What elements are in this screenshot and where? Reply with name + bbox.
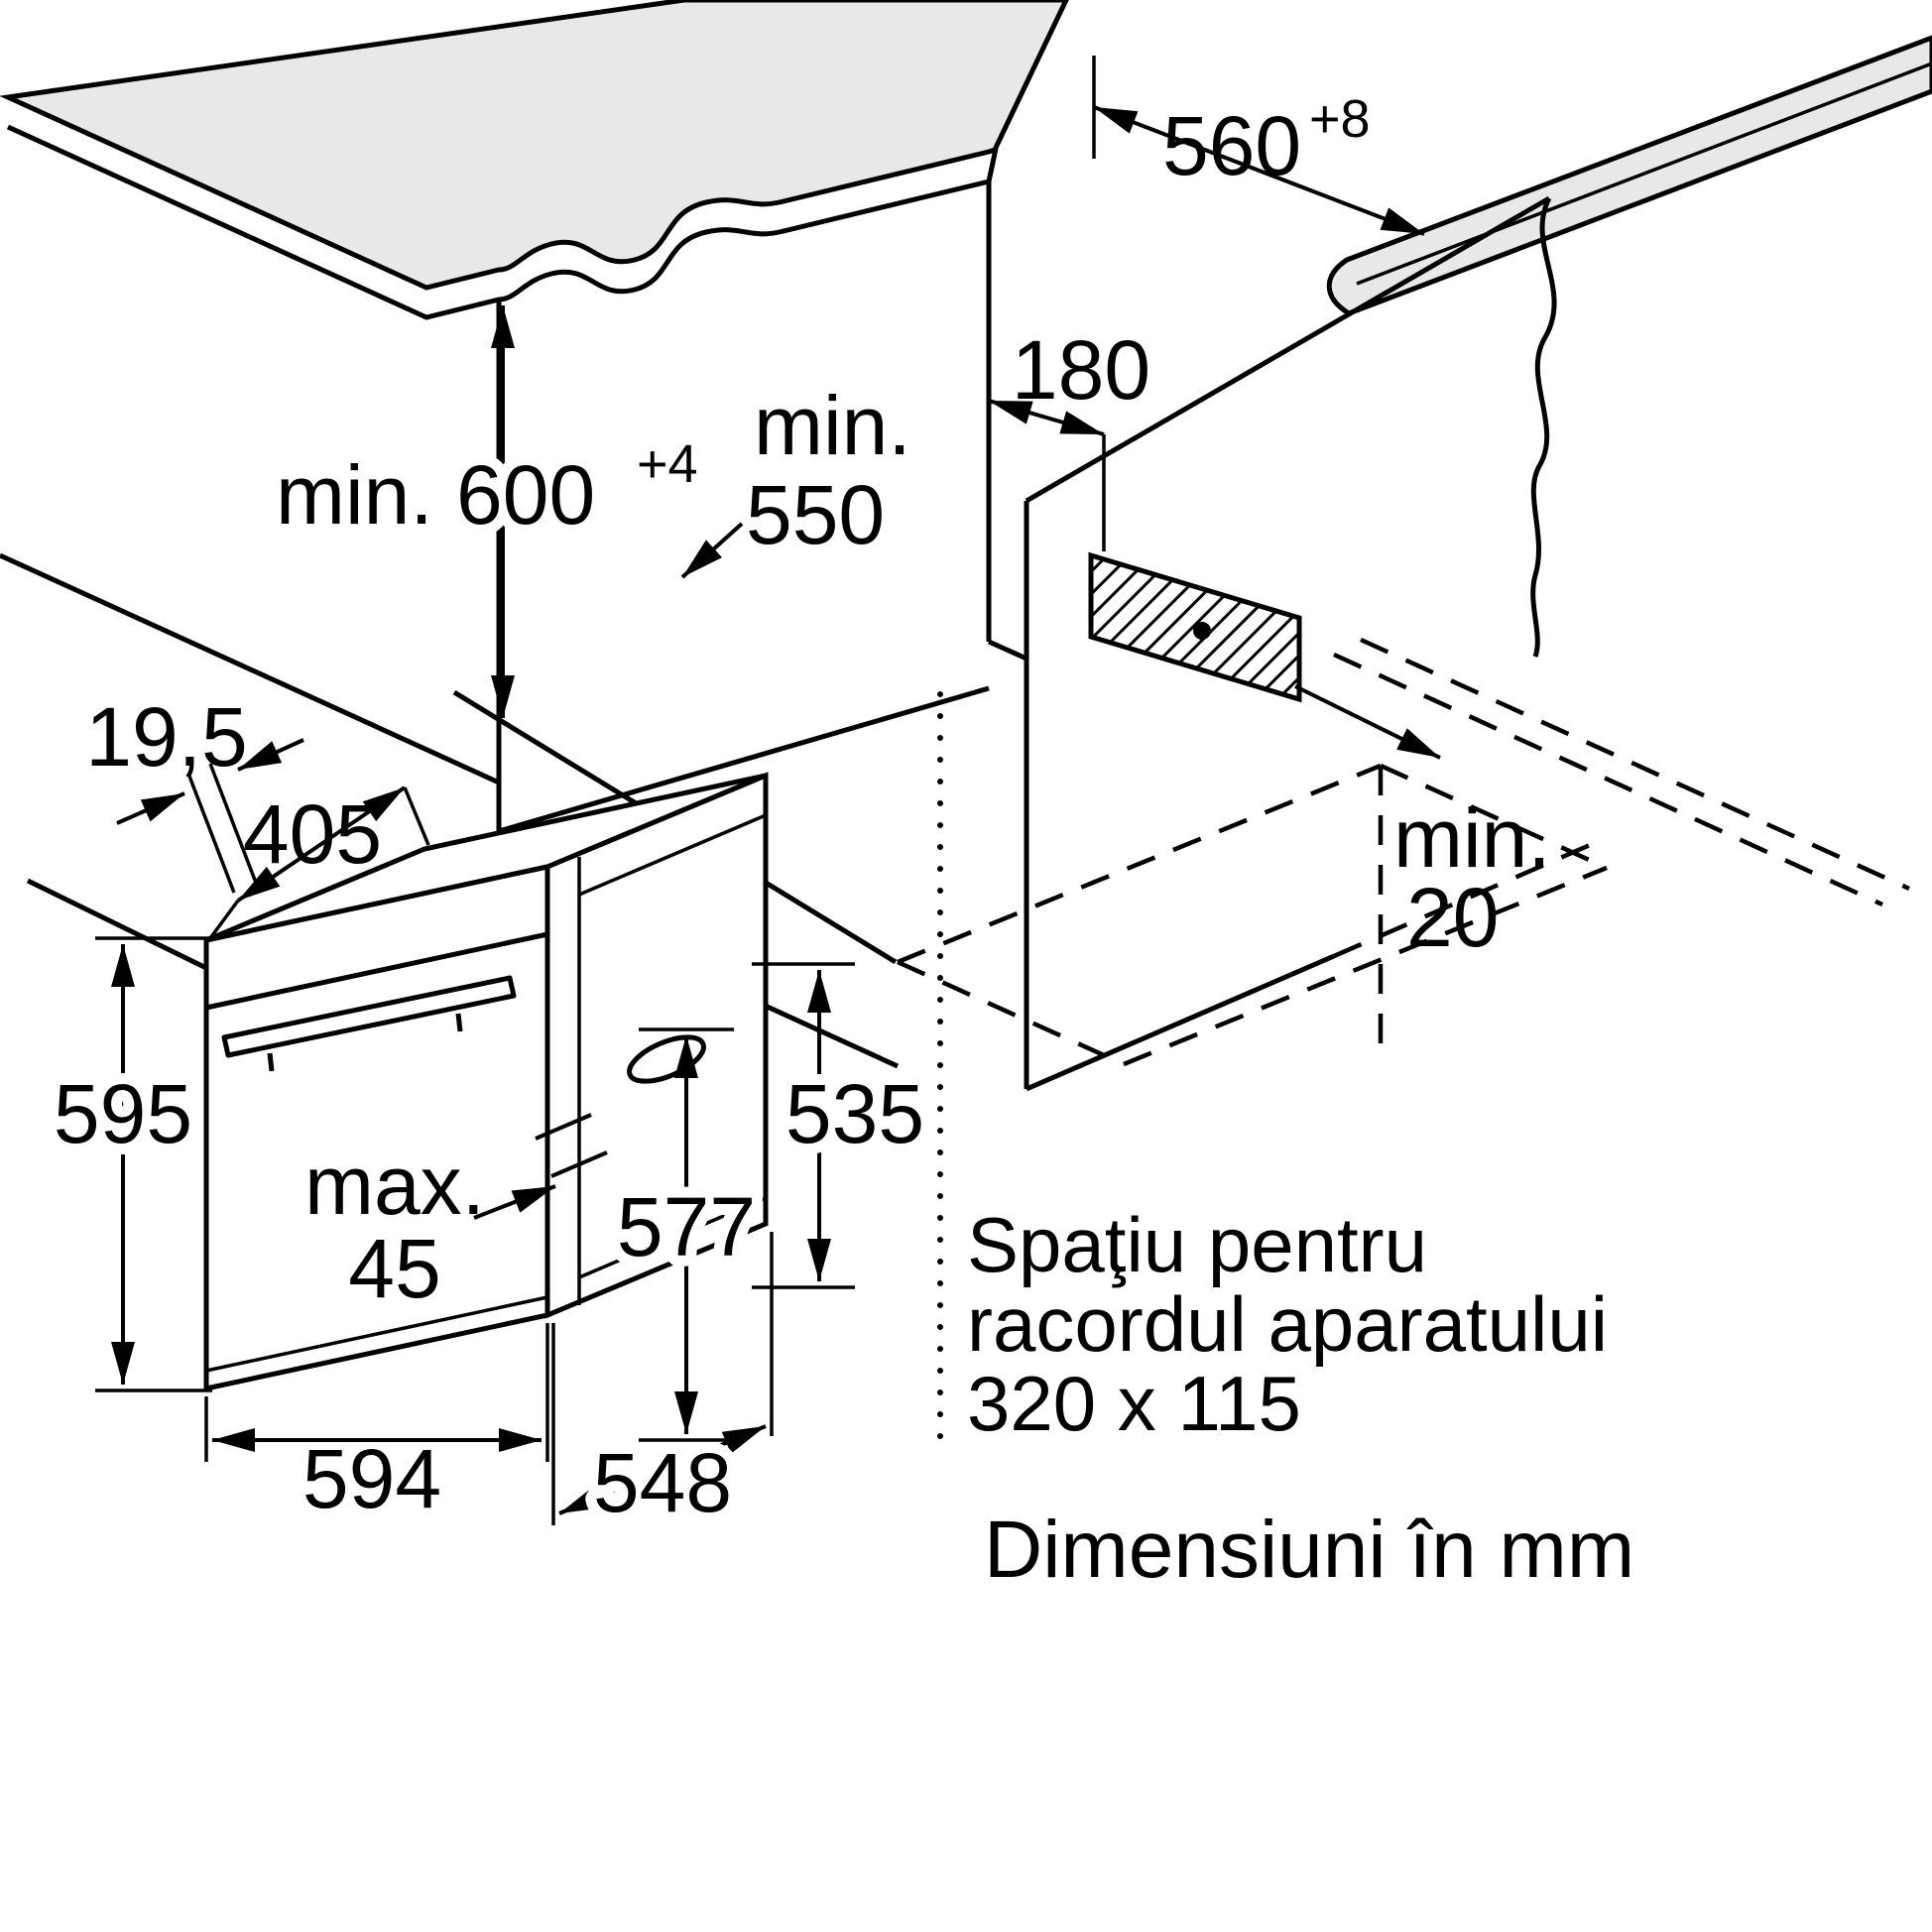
dim-body-height-label: 535 <box>785 1067 924 1160</box>
dim-rear-gap-label2: 20 <box>1406 871 1499 964</box>
dim-handle-clearance: max. 45 <box>294 1113 608 1326</box>
units-label: Dimensiuni în mm <box>984 1505 1634 1595</box>
hidden-floor-lines <box>897 637 1910 1067</box>
control-panel-divider <box>205 931 548 1011</box>
dim-handle-clearance-label2: 45 <box>348 1222 440 1315</box>
dim-niche-depth: min. 550 <box>680 379 911 579</box>
dim-front-height: 595 <box>43 936 212 1392</box>
connection-space <box>937 434 1302 1453</box>
connection-note-line2: racordul aparatului <box>967 1280 1608 1368</box>
dim-niche-width: 560 +8 <box>1092 56 1425 236</box>
dim-niche-depth-label1: min. <box>754 379 911 472</box>
oven <box>203 772 769 1392</box>
dim-rear-gap: min. 20 <box>1294 684 1551 964</box>
dim-body-depth: 548 <box>551 1232 774 1540</box>
dim-top-depth-label: 405 <box>243 787 382 881</box>
dim-niche-width-label: 560 <box>1162 99 1301 192</box>
dim-handle-clearance-label1: max. <box>304 1139 485 1232</box>
dim-front-trim-label: 19,5 <box>85 690 248 784</box>
dim-niche-height: min. 600 +4 <box>265 305 709 718</box>
dim-connection-offset: 180 <box>988 323 1150 436</box>
oven-handle <box>221 975 517 1058</box>
dim-top-depth: 405 <box>208 785 430 940</box>
dim-body-depth-label: 548 <box>593 1436 732 1529</box>
connection-note-line1: Spaţiu pentru <box>967 1201 1427 1288</box>
dim-front-height-label: 595 <box>54 1067 192 1160</box>
dim-connection-offset-label: 180 <box>1012 323 1150 417</box>
dim-door-height-label: 577 <box>617 1180 756 1273</box>
dim-width: 594 <box>204 1323 549 1525</box>
dim-niche-depth-label2: 550 <box>746 468 885 561</box>
dim-body-height: 535 <box>752 962 935 1289</box>
room-lines <box>0 552 501 971</box>
dim-niche-height-label: min. 600 <box>276 448 595 542</box>
right-cabinet <box>1024 35 1932 1092</box>
countertop <box>0 0 1069 320</box>
break-line <box>1530 196 1557 658</box>
dim-niche-width-sup: +8 <box>1309 89 1371 149</box>
dim-niche-height-sup: +4 <box>637 434 698 494</box>
countertop-surface <box>0 0 1069 291</box>
countertop-edge <box>6 124 990 320</box>
right-countertop-strip <box>1326 35 1932 316</box>
dim-rear-gap-label1: min. <box>1393 791 1551 885</box>
connection-note: Spaţiu pentru racordul aparatului 320 x … <box>967 1201 1608 1447</box>
connection-point <box>1193 622 1211 640</box>
dim-door-height: 577 <box>606 1027 767 1442</box>
connection-note-line3: 320 x 115 <box>967 1360 1301 1447</box>
dim-width-label: 594 <box>302 1432 441 1525</box>
